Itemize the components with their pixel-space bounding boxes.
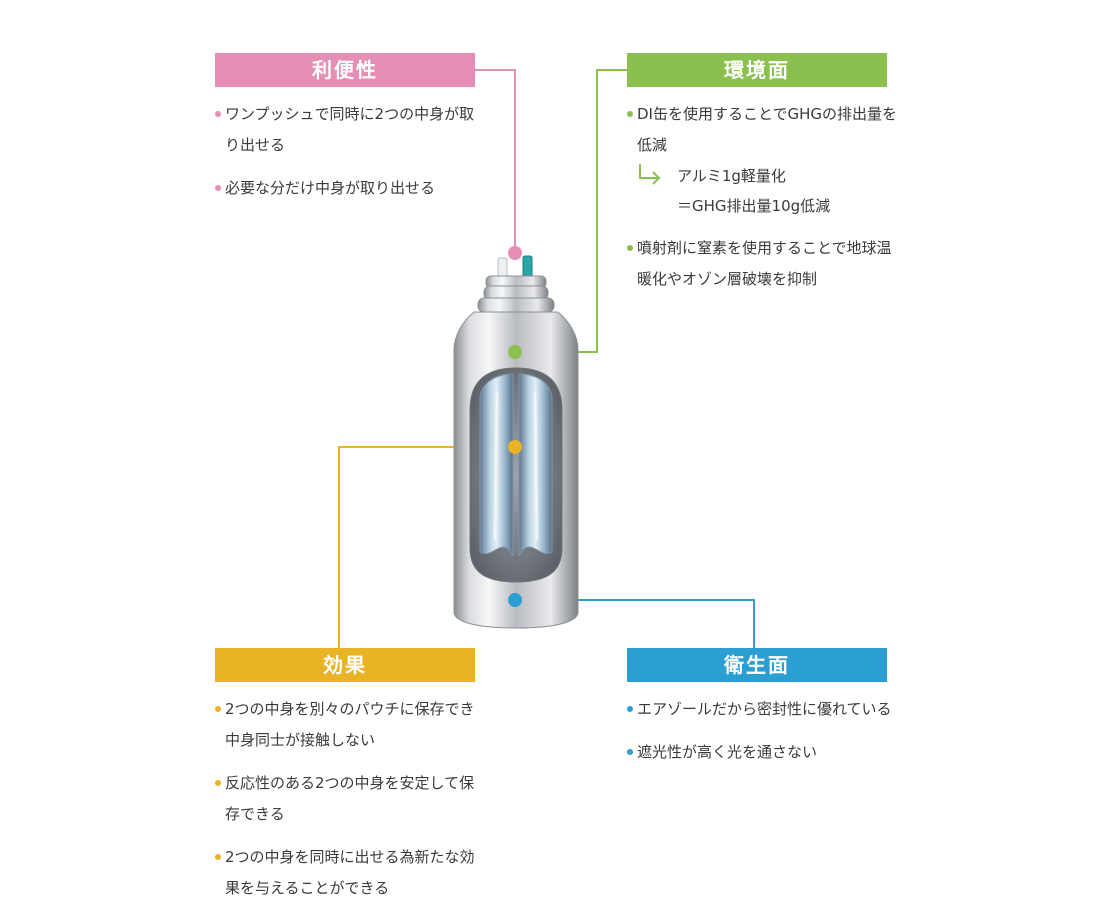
panel-title-effect: 効果 [215, 648, 475, 682]
leader-line-convenience [475, 69, 516, 253]
dot-hygiene [508, 593, 522, 607]
bullet-item: 必要な分だけ中身が取り出せる [215, 173, 487, 204]
turn-right-arrow-icon [639, 164, 661, 185]
aerosol-can-illustration [453, 255, 579, 629]
bullet-item: ワンプッシュで同時に2つの中身が取り出せる [215, 99, 487, 161]
dot-environment [508, 345, 522, 359]
sub-note-line1: アルミ1g軽量化 [677, 167, 786, 185]
dot-convenience [508, 246, 522, 260]
bullet-list-convenience: ワンプッシュで同時に2つの中身が取り出せる 必要な分だけ中身が取り出せる [215, 99, 475, 204]
bullet-item: 2つの中身を別々のパウチに保存でき中身同士が接触しない [215, 694, 487, 756]
bullet-list-hygiene: エアゾールだから密封性に優れている 遮光性が高く光を通さない [627, 694, 892, 768]
panel-title-environment: 環境面 [627, 53, 887, 87]
bullet-item: 反応性のある2つの中身を安定して保存できる [215, 768, 487, 830]
panel-title-hygiene: 衛生面 [627, 648, 887, 682]
panel-effect: 効果 2つの中身を別々のパウチに保存でき中身同士が接触しない 反応性のある2つの… [215, 648, 475, 904]
panel-convenience: 利便性 ワンプッシュで同時に2つの中身が取り出せる 必要な分だけ中身が取り出せる [215, 53, 475, 204]
bullet-item: 噴射剤に窒素を使用することで地球温暖化やオゾン層破壊を抑制 [627, 233, 899, 295]
sub-note: アルミ1g軽量化 ＝GHG排出量10g低減 [627, 161, 887, 221]
bullet-item: 2つの中身を同時に出せる為新たな効果を与えることができる [215, 842, 487, 904]
bullet-item: エアゾールだから密封性に優れている [627, 694, 899, 725]
dot-effect [508, 440, 522, 454]
panel-hygiene: 衛生面 エアゾールだから密封性に優れている 遮光性が高く光を通さない [627, 648, 892, 768]
sub-note-line2: ＝GHG排出量10g低減 [677, 197, 831, 215]
bullet-list-effect: 2つの中身を別々のパウチに保存でき中身同士が接触しない 反応性のある2つの中身を… [215, 694, 475, 904]
bullet-item: DI缶を使用することでGHGの排出量を低減 [627, 99, 899, 161]
panel-title-convenience: 利便性 [215, 53, 475, 87]
panel-environment: 環境面 DI缶を使用することでGHGの排出量を低減 アルミ1g軽量化 ＝GHG排… [627, 53, 897, 295]
bullet-item: 遮光性が高く光を通さない [627, 737, 899, 768]
leader-line-hygiene [515, 599, 755, 648]
bullet-list-environment: DI缶を使用することでGHGの排出量を低減 アルミ1g軽量化 ＝GHG排出量10… [627, 99, 897, 295]
